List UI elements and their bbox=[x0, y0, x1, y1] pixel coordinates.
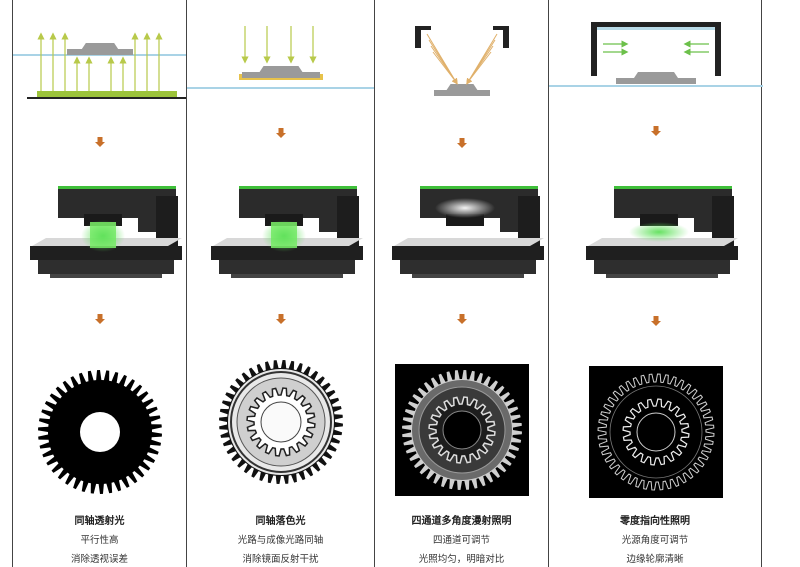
down-arrow-icon bbox=[276, 128, 286, 138]
column-coaxial-transmitted: 同轴透射光 平行性高 消除透视误差 bbox=[12, 0, 187, 567]
down-arrow-icon bbox=[457, 138, 467, 148]
light-housing-right bbox=[715, 22, 721, 76]
mode-feature-2: 边缘轮廓清晰 bbox=[626, 554, 684, 565]
light-beam bbox=[466, 51, 492, 85]
measuring-instrument bbox=[211, 186, 363, 278]
gear-edge-image bbox=[589, 366, 723, 498]
mode-feature-1: 光源角度可调节 bbox=[621, 535, 689, 546]
mode-feature-2: 光照均匀，明暗对比 bbox=[418, 554, 505, 565]
workpiece bbox=[434, 84, 490, 96]
workpiece bbox=[67, 43, 133, 55]
gear-silhouette bbox=[38, 370, 162, 494]
gear-reflected-image bbox=[219, 360, 343, 484]
mode-title: 同轴落色光 bbox=[255, 516, 306, 527]
mode-title: 零度指向性照明 bbox=[620, 516, 690, 527]
column-graphics bbox=[392, 26, 544, 496]
down-arrow-icon bbox=[457, 314, 467, 324]
light-beam bbox=[432, 51, 458, 85]
workpiece bbox=[616, 72, 696, 84]
down-arrow-icon bbox=[276, 314, 286, 324]
mode-feature-1: 平行性高 bbox=[80, 535, 119, 546]
mode-feature-2: 消除镜面反射干扰 bbox=[242, 554, 319, 565]
gear-diffuse-image bbox=[395, 364, 529, 496]
right-light-housing bbox=[493, 26, 509, 48]
column-graphics bbox=[13, 32, 187, 494]
down-arrow-icon bbox=[651, 316, 661, 326]
transmitted-light-diagram bbox=[13, 32, 187, 99]
workpiece bbox=[242, 66, 320, 78]
mode-title: 四通道多角度漫射照明 bbox=[411, 516, 512, 527]
light-housing-top bbox=[591, 22, 721, 27]
down-arrow-icon bbox=[95, 314, 105, 324]
measuring-instrument bbox=[392, 186, 544, 278]
column-graphics bbox=[549, 22, 763, 498]
light-housing-left bbox=[591, 22, 597, 76]
column-zero-angle-directional: 零度指向性照明 光源角度可调节 边缘轮廓清晰 bbox=[548, 0, 763, 567]
mode-feature-1: 四通道可调节 bbox=[432, 535, 490, 546]
mode-feature-1: 光路与成像光路同轴 bbox=[237, 535, 324, 546]
column-coaxial-epi: 同轴落色光 光路与成像光路同轴 消除镜面反射干扰 bbox=[186, 0, 375, 567]
diffuse-light-diagram bbox=[415, 26, 509, 96]
down-arrow-icon bbox=[651, 126, 661, 136]
mode-feature-2: 消除透视误差 bbox=[70, 554, 128, 565]
left-light-housing bbox=[415, 26, 431, 48]
column-graphics bbox=[187, 26, 375, 484]
mode-title: 同轴透射光 bbox=[74, 516, 125, 527]
measuring-instrument bbox=[30, 186, 182, 278]
epi-light-diagram bbox=[187, 26, 375, 89]
column-four-channel-diffuse: 四通道多角度漫射照明 四通道可调节 光照均匀，明暗对比 bbox=[374, 0, 548, 567]
measuring-instrument bbox=[586, 186, 738, 278]
down-arrow-icon bbox=[95, 137, 105, 147]
directional-light-diagram bbox=[549, 22, 763, 87]
